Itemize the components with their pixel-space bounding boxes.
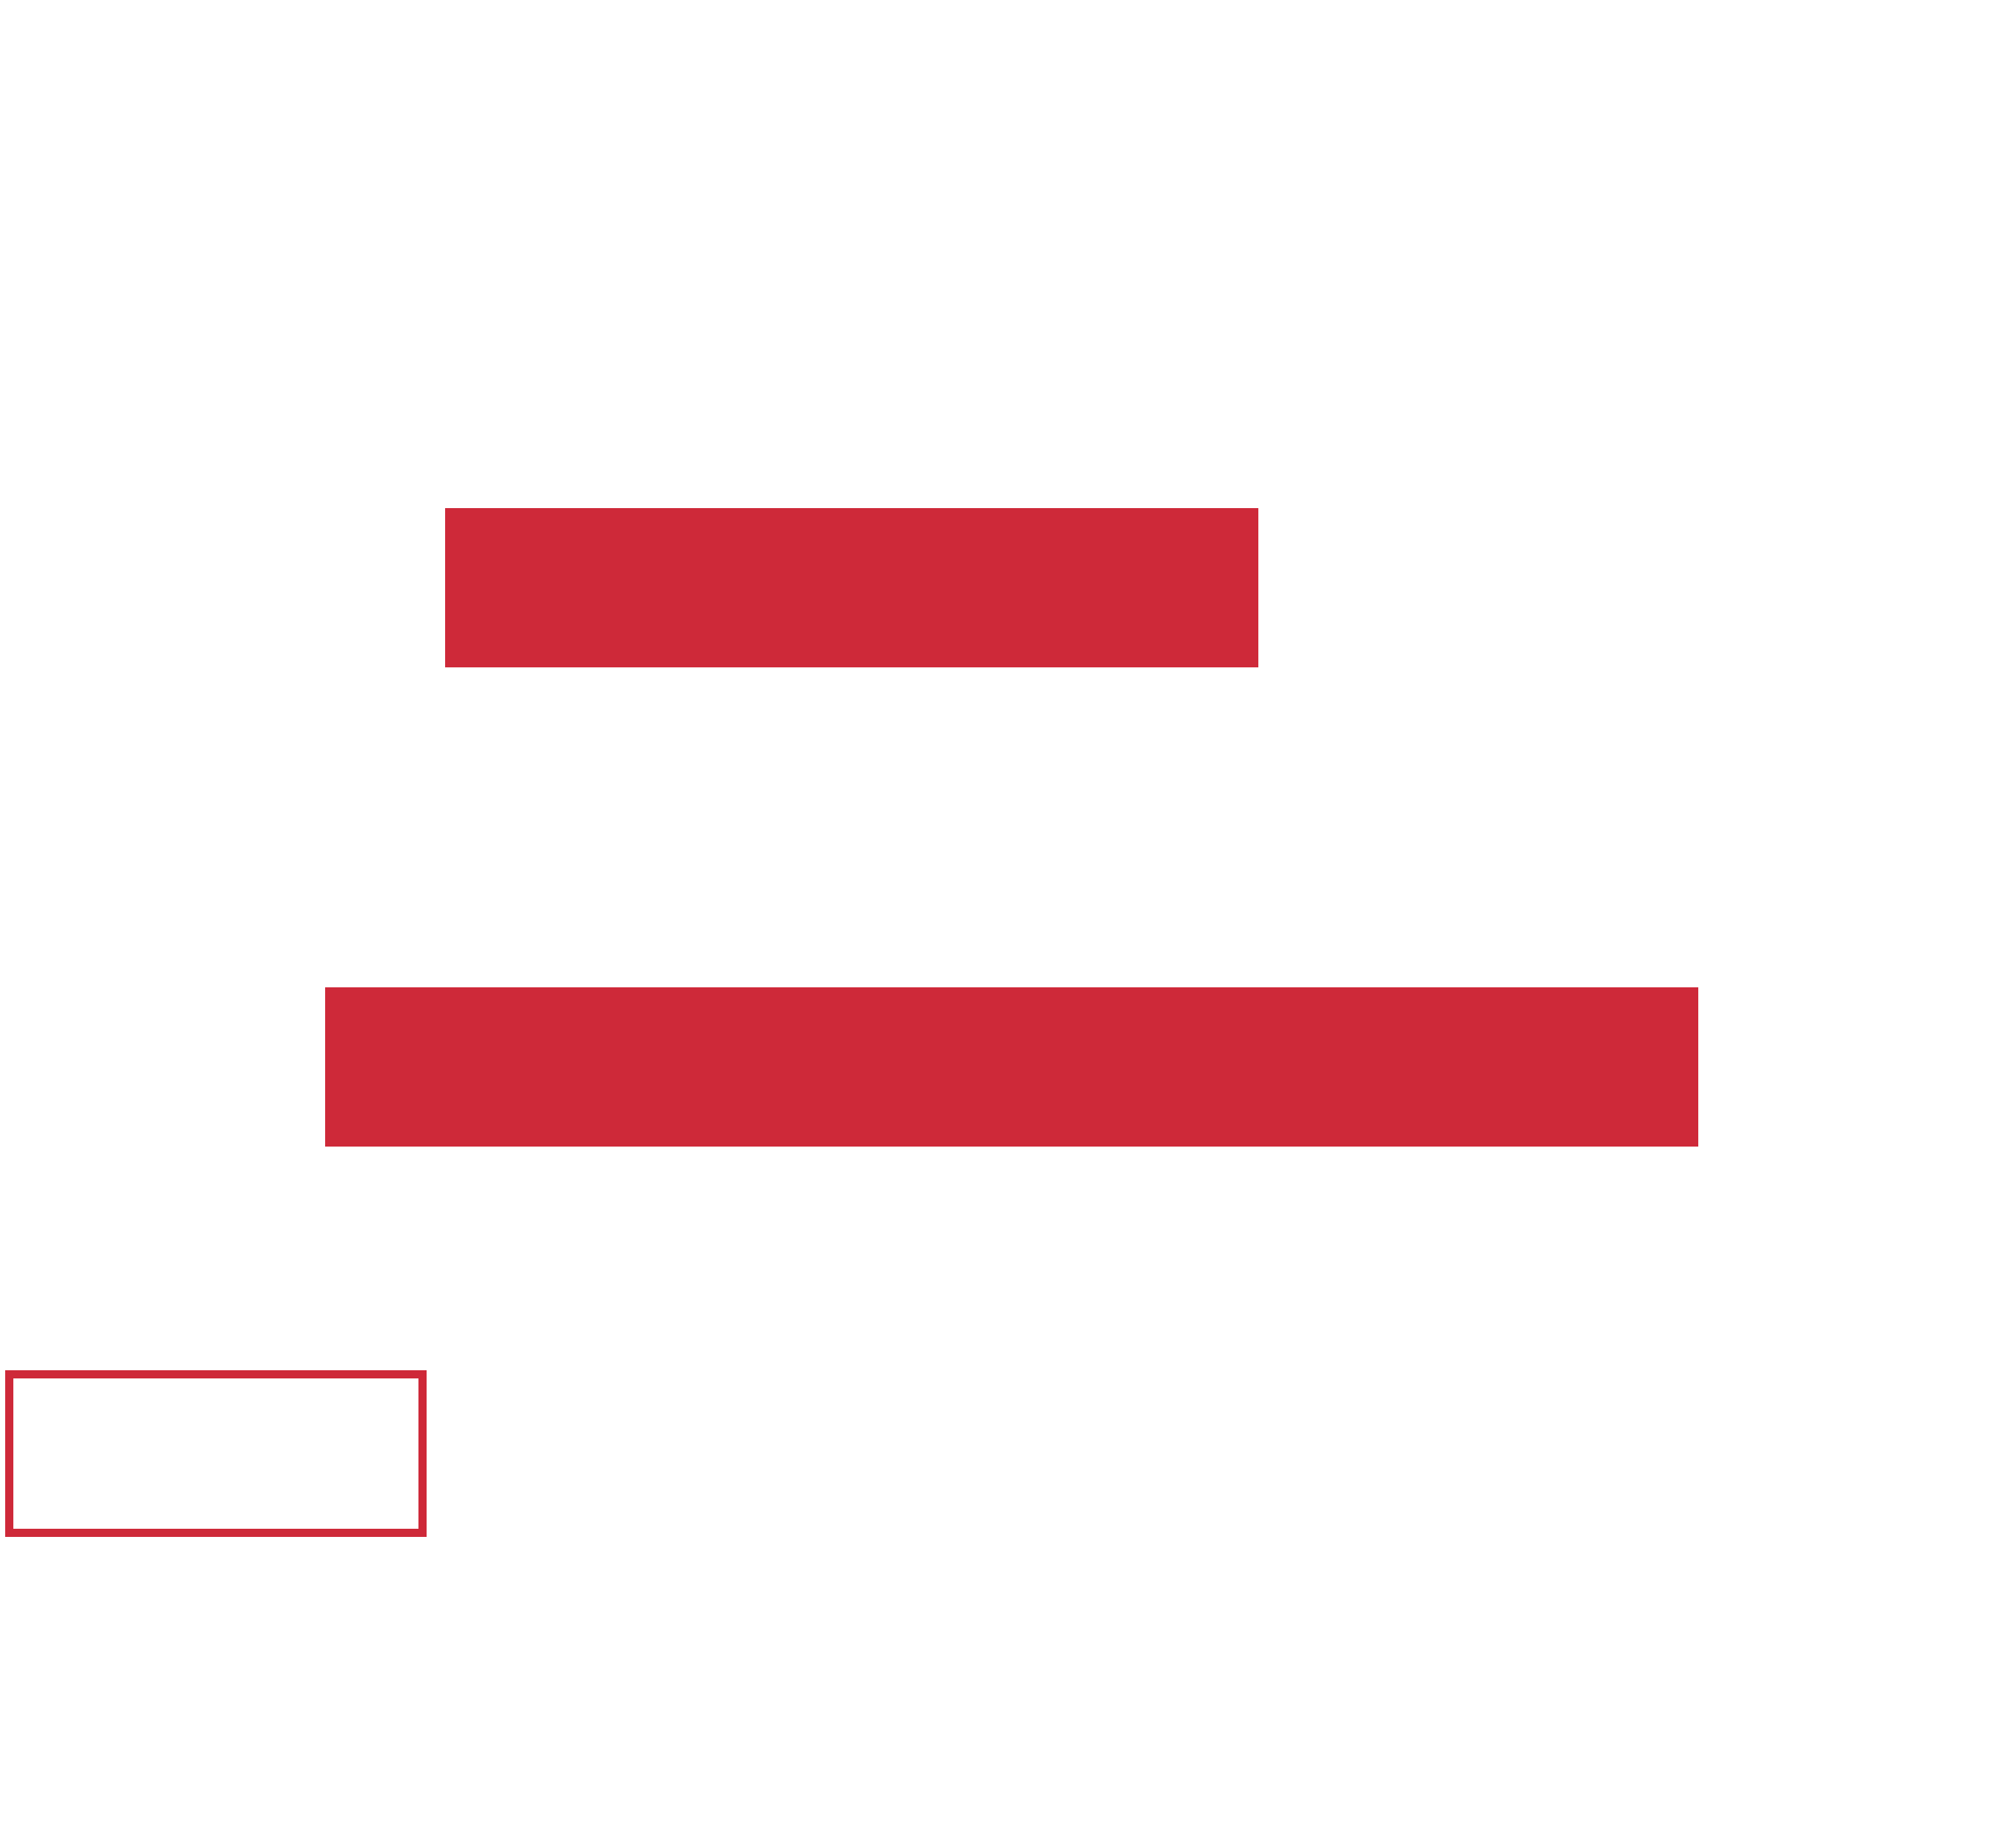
- filled-bar-middle: [325, 987, 1698, 1147]
- filled-bar-top: [445, 508, 1258, 667]
- outlined-box: [5, 1370, 427, 1537]
